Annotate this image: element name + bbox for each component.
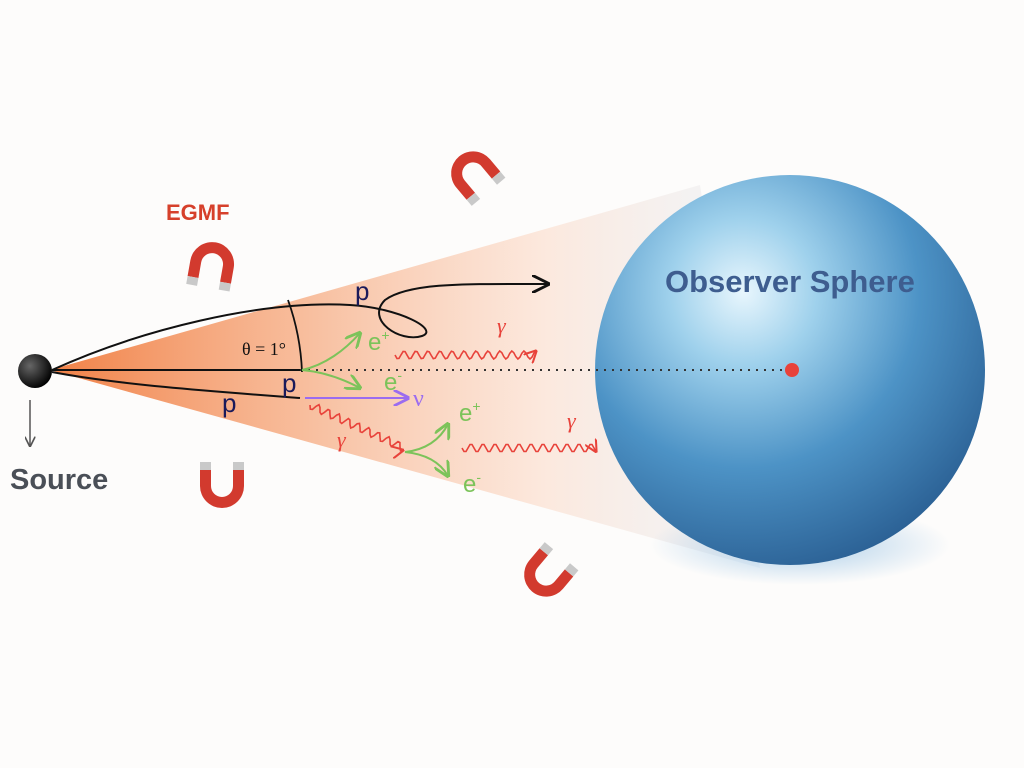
positron-label-2: e+ [459, 398, 481, 427]
source-dot-icon [18, 354, 52, 388]
gamma-label-3: γ [567, 408, 577, 433]
proton-track-low [51, 371, 301, 399]
electron-label-1: e- [384, 367, 402, 396]
gamma-label-2: γ [337, 427, 347, 452]
proton-label-top: p [355, 276, 369, 306]
positron-track-2 [404, 451, 448, 476]
source-label: Source [10, 464, 108, 496]
theta-label: θ = 1° [242, 339, 286, 359]
observer-center-dot [785, 363, 799, 377]
gamma-track-2 [309, 403, 403, 451]
angle-arc [287, 299, 303, 373]
gamma-track-1 [394, 351, 536, 359]
positron-track-1 [301, 369, 360, 388]
emission-cone [50, 185, 760, 568]
gamma-track-3 [461, 445, 596, 452]
positron-label-1: e+ [368, 327, 390, 356]
neutrino-label: ν [413, 386, 424, 412]
electron-track-1 [301, 333, 360, 371]
proton-label-low: p [222, 388, 236, 418]
proton-label-mid: p [282, 368, 296, 398]
electron-label-2: e- [463, 469, 481, 498]
proton-track-top [51, 284, 548, 371]
observer-label: Observer Sphere [665, 264, 915, 299]
egmf-label: EGMF [166, 200, 230, 225]
electron-track-2 [404, 424, 448, 453]
gamma-label-1: γ [497, 313, 507, 338]
